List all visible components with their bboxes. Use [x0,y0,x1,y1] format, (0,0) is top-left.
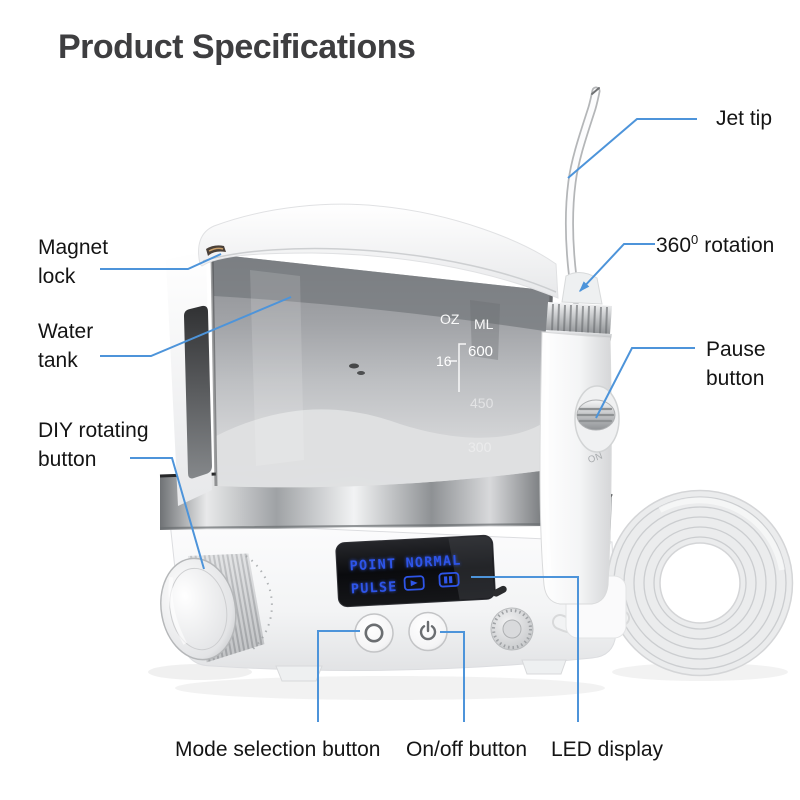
scale-ml-600: 600 [468,343,493,360]
base-feet [275,659,567,682]
water-tank-callout-line [100,296,292,357]
rotation-callout-arrowhead [579,281,590,292]
svg-text:POINT: POINT [349,556,396,574]
water-tank: OZ ML 600 16 450 300 [210,253,553,488]
scale-ml-300: 300 [468,439,492,455]
label-jet-tip: Jet tip [716,107,773,130]
power-icon [419,620,437,641]
ground-shadows [148,663,788,700]
led-callout-line [471,576,579,722]
label-pause-button: Pause button [706,338,766,390]
onoff-callout-line [440,631,465,722]
pause-slider: ON [574,385,620,466]
display-mode-point: POINT [349,556,396,574]
jet-tip-graphic [564,86,601,305]
jet-tip-callout-line [567,118,697,179]
scale-oz-16: 16 [436,353,452,369]
callout-lines [100,118,697,722]
side-window [184,305,212,479]
display-mode-pulse: PULSE [351,579,398,597]
label-diy-rotating-button: DIY rotating button [38,419,149,471]
scale-oz-header: OZ [440,311,460,327]
label-water-tank: Water tank [38,320,94,372]
label-led-display: LED display [551,738,664,761]
outlet-dial [490,585,534,651]
tank-lid [198,203,559,299]
jet-mode-icon [403,575,425,591]
svg-text:NORMAL: NORMAL [405,553,462,572]
diy-callout-line [130,457,205,570]
display-mode-normal: NORMAL [405,553,462,572]
magnet-lock-callout-line [100,253,222,270]
pause-on-label: ON [587,450,605,466]
rotation-callout-line [579,243,655,292]
page-title: Product Specifications [58,28,416,66]
mode-button-graphic [354,613,394,653]
pause-callout-line [595,347,695,419]
tank-measuring-scale: OZ ML 600 16 450 300 [436,311,494,455]
water-level [216,409,548,488]
power-button-graphic [408,611,448,652]
battery-icon [438,571,460,588]
diy-rotating-knob [160,553,265,663]
circle-icon [364,623,384,643]
scale-ml-450: 450 [470,395,494,411]
mode-callout-line [317,630,360,722]
left-pillar [166,250,212,506]
label-onoff-button: On/off button [406,738,528,761]
handle-assembly: ON [539,86,620,605]
label-magnet-lock: Magnet lock [38,236,109,288]
label-mode-selection-button: Mode selection button [175,738,381,761]
scale-ml-header: ML [474,316,494,332]
svg-text:PULSE: PULSE [351,579,398,597]
